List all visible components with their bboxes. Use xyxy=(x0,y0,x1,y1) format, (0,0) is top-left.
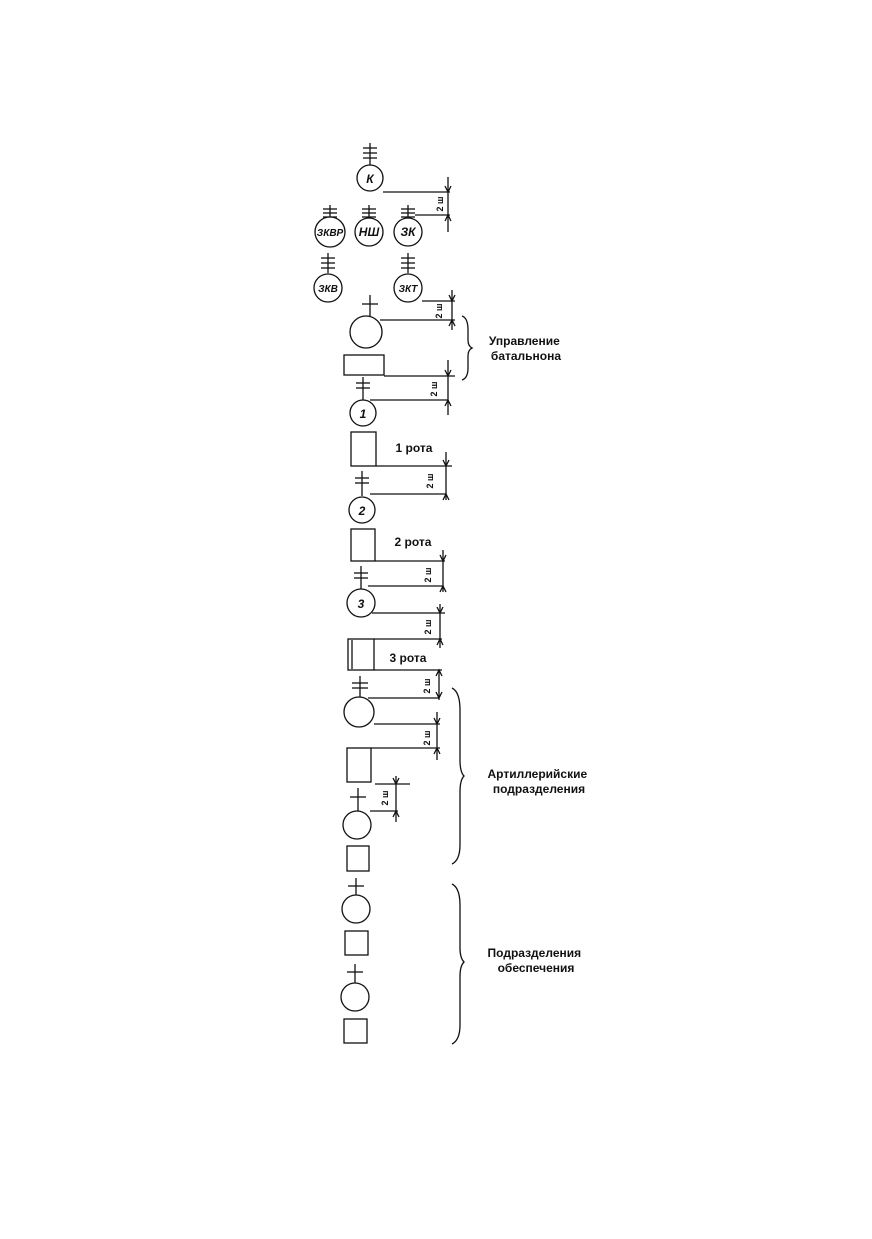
company-2-label: 2 рота xyxy=(395,535,432,549)
artillery-unit-2 xyxy=(342,788,398,872)
commander-k-symbol: К xyxy=(356,143,450,193)
zkv-label: ЗКВ xyxy=(318,284,338,295)
nsh-label: НШ xyxy=(359,225,380,239)
nsh-symbol: НШ xyxy=(354,205,384,247)
commander-k-label: К xyxy=(366,172,375,186)
artillery-brace xyxy=(451,687,465,865)
support-brace xyxy=(451,883,465,1045)
spacing-marker: 2 ш xyxy=(429,360,452,415)
support-label: Подразделения обеспечения xyxy=(488,946,585,975)
artillery-label: Артиллерийские подразделения xyxy=(487,767,590,796)
support-unit-1 xyxy=(341,878,371,956)
company-3-unit: 3 xyxy=(346,566,445,671)
spacing-marker: 2 ш xyxy=(422,712,441,760)
zkt-symbol: ЗКТ xyxy=(393,253,455,303)
company-3-label: 3 рота xyxy=(390,651,427,665)
company-2-unit: 2 xyxy=(348,471,446,562)
spacing-marker: 2 ш xyxy=(423,550,447,593)
svg-text:2 ш: 2 ш xyxy=(435,196,445,211)
company-1-label: 1 рота xyxy=(396,441,433,455)
zk-label: ЗК xyxy=(400,225,417,239)
company-3-number: 3 xyxy=(358,597,365,611)
svg-text:2 ш: 2 ш xyxy=(422,730,432,745)
company-1-number: 1 xyxy=(360,407,367,421)
zk-symbol: ЗК xyxy=(393,205,423,247)
svg-text:2 ш: 2 ш xyxy=(380,790,390,805)
zkv-symbol: ЗКВ xyxy=(313,253,343,303)
svg-text:2 ш: 2 ш xyxy=(422,678,432,693)
zkt-label: ЗКТ xyxy=(399,284,419,295)
spacing-marker: 2 ш xyxy=(425,452,450,501)
spacing-marker: 2 ш xyxy=(422,668,443,700)
spacing-marker: 2 ш xyxy=(375,776,410,822)
svg-text:2 ш: 2 ш xyxy=(434,303,444,318)
svg-text:2 ш: 2 ш xyxy=(429,381,439,396)
svg-text:2 ш: 2 ш xyxy=(423,567,433,582)
spacing-marker: 2 ш xyxy=(415,177,452,232)
battalion-hq-label: Управление батальнона xyxy=(489,334,563,363)
battalion-hq-brace xyxy=(461,315,474,381)
svg-text:2 ш: 2 ш xyxy=(423,619,433,634)
company-2-number: 2 xyxy=(358,504,366,518)
support-unit-2 xyxy=(340,964,370,1044)
svg-text:2 ш: 2 ш xyxy=(425,473,435,488)
battalion-hq-unit xyxy=(343,295,455,377)
spacing-marker: 2 ш xyxy=(423,604,444,648)
company-1-unit: 1 xyxy=(349,377,452,467)
zkvr-symbol: ЗКВР xyxy=(314,205,346,248)
spacing-marker: 2 ш xyxy=(434,290,456,330)
zkvr-label: ЗКВР xyxy=(317,228,344,239)
artillery-unit-1 xyxy=(343,676,440,783)
